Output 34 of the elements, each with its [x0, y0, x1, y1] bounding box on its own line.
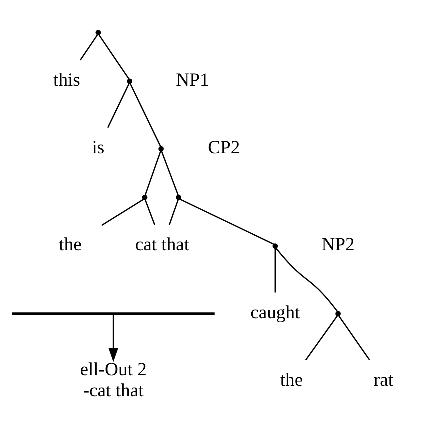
- connector: [305, 316, 338, 361]
- node-text: is: [92, 137, 105, 158]
- node-point: [272, 244, 278, 249]
- connector: [130, 83, 162, 148]
- node-point: [158, 146, 164, 152]
- connector: [161, 151, 180, 196]
- node-text: ell-Out 2 -cat that: [80, 359, 147, 402]
- label: CP2: [208, 137, 240, 158]
- connector: [274, 248, 276, 293]
- label: NP2: [322, 234, 355, 256]
- node-point: [176, 194, 182, 200]
- node-point: [142, 194, 148, 200]
- node-bar: [12, 312, 215, 316]
- connector: [144, 200, 156, 226]
- connector: [168, 200, 179, 226]
- connector: [80, 34, 98, 61]
- connector: [102, 199, 144, 226]
- connector: [338, 316, 370, 361]
- connector: [180, 198, 275, 246]
- connector: [144, 151, 162, 196]
- node-text: cat that: [135, 234, 190, 256]
- node-point: [127, 78, 133, 84]
- arrow: [108, 315, 119, 362]
- connector: [98, 34, 130, 80]
- connector: [107, 83, 130, 128]
- node-text: the: [59, 234, 82, 256]
- node-point: [96, 30, 102, 36]
- connector: [276, 248, 338, 312]
- node-point: [336, 311, 341, 317]
- label: NP1: [176, 70, 210, 91]
- node-text: rat: [374, 370, 394, 391]
- node-text: caught: [250, 302, 300, 324]
- node-text: this: [54, 70, 80, 91]
- node-text: the: [280, 370, 304, 391]
